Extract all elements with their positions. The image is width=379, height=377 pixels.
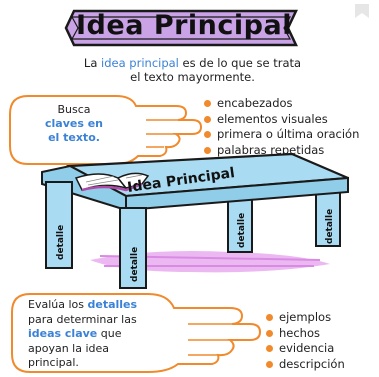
bullet-icon [204,115,211,123]
bullet-icon [204,131,211,138]
bullet-icon [266,345,273,352]
table-leg-back-right [315,187,341,247]
leg-label-4: detalle [325,209,335,244]
clue-item: elementos visuales [204,112,359,128]
bullet-icon [204,100,211,107]
detail-item: evidencia [266,341,345,357]
banner-shape [64,9,298,47]
clue-item-label: encabezados [217,96,293,110]
detail-item-label: hechos [279,325,321,340]
table-illustration: Idea Principal detalle detalle detalle d… [41,152,349,289]
clue-item: primera o última oración [204,127,359,143]
top-pointer-bubble [9,95,202,165]
detail-item: ejemplos [266,310,345,326]
bullet-icon [266,314,273,321]
bottom-text-4: ideas clave [28,327,98,340]
top-bubble-text: Busca claves en el texto. [18,103,130,145]
clue-item-label: elementos visuales [217,111,328,126]
table-leg-front-left [45,181,73,269]
bottom-bubble-text: Evalúa los detalles para determinar las … [28,298,156,371]
table-leg-front-center [119,207,147,289]
clue-item-label: palabras repetidas [217,142,325,157]
table-front [125,176,349,212]
leg-label-1: detalle [56,225,66,260]
title-banner: Idea Principal [64,8,304,48]
clues-list: encabezados elementos visuales primera o… [204,96,359,158]
detail-item-label: evidencia [279,341,335,355]
bottom-text-1: Evalúa los [28,298,88,311]
clue-item-label: primera o última oración [217,127,360,141]
clue-item: encabezados [204,96,359,112]
page-title: Idea Principal [76,10,292,41]
bottom-text-7: principal. [28,356,79,369]
bottom-text-2: detalles [87,298,138,311]
detail-item-label: ejemplos [279,310,332,324]
leg-label-3: detalle [237,213,247,248]
top-bubble-line2: claves en [44,117,103,130]
intro-highlight: idea principal [101,56,179,70]
detail-item-label: descripción [279,356,345,371]
intro-after: es de lo que se trata [178,56,302,70]
bottom-text-6: apoyan la idea [28,341,110,355]
detail-item: descripción [266,357,345,373]
bullet-icon [266,329,273,337]
bottom-text-3: para determinar las [28,312,137,326]
bottom-text-5: que [97,327,122,340]
intro-before: La [83,56,102,70]
intro-line2: el texto mayormente. [130,70,255,84]
top-bubble-line1: Busca [57,103,91,116]
bullet-icon [204,146,211,154]
top-bubble-line3: el texto. [48,131,100,144]
bullet-icon [266,360,273,368]
details-list: ejemplos hechos evidencia descripción [266,310,345,372]
detail-item: hechos [266,326,345,342]
bottom-pointer-bubble [11,293,262,373]
clue-item: palabras repetidas [204,143,359,159]
intro-text: La idea principal es de lo que se trata … [60,56,325,84]
leg-label-2: detalle [130,247,140,282]
book-icon [74,172,150,192]
bookmark-icon[interactable] [353,3,371,19]
